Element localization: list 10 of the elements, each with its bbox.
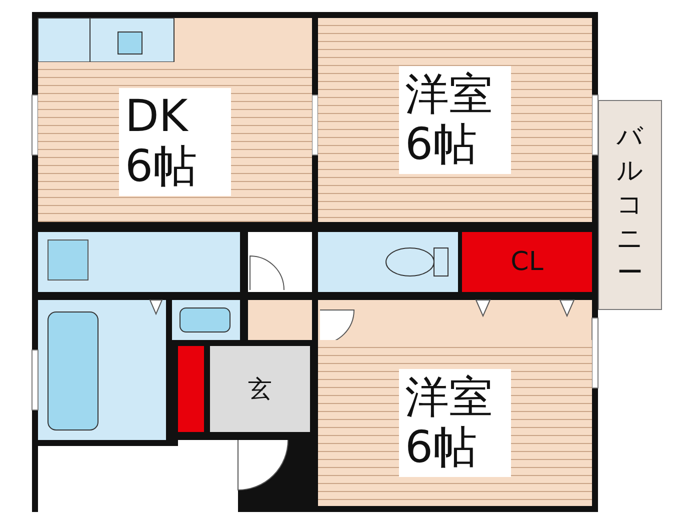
balcony-label: バルコニー bbox=[616, 121, 644, 290]
entrance bbox=[210, 346, 310, 432]
entrance-label: 玄 bbox=[248, 374, 272, 405]
balcony bbox=[598, 100, 662, 310]
room-label: 洋室 6帖 bbox=[399, 369, 511, 477]
room-label: 洋室 6帖 bbox=[399, 66, 511, 174]
closet bbox=[462, 232, 592, 292]
room-label: DK 6帖 bbox=[119, 88, 231, 196]
closet-label: CL bbox=[510, 247, 544, 277]
room bbox=[38, 62, 312, 222]
